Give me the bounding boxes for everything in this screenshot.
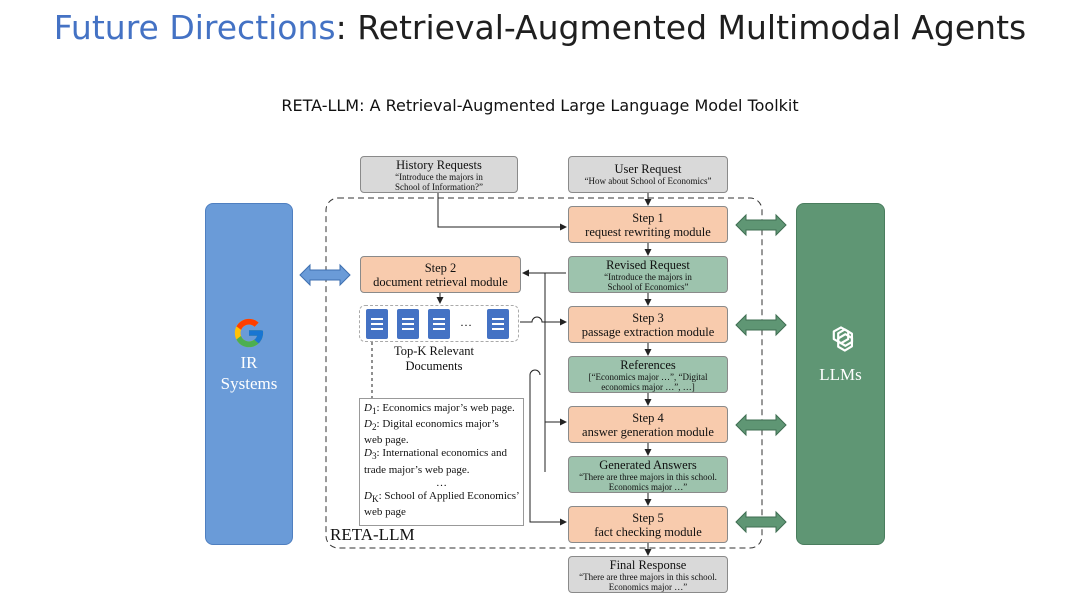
llms-panel: LLMs: [796, 203, 885, 545]
double-arrow-step3-llm: [735, 313, 787, 337]
generated-answers-text: “There are three majors in this school. …: [579, 472, 717, 492]
doc-entry-1: D1: Economics major’s web page.: [364, 402, 515, 417]
google-icon: [234, 318, 264, 348]
step4-subtitle: answer generation module: [582, 425, 714, 439]
slide-title: Future Directions: Retrieval-Augmented M…: [0, 8, 1080, 47]
double-arrow-step1-llm: [735, 213, 787, 237]
slide-title-accent: Future Directions: [53, 8, 336, 47]
topk-label: Top-K Relevant Documents: [393, 344, 474, 373]
references-text: [“Economics major …”, “Digital economics…: [588, 372, 708, 392]
ir-label-line1: IR: [240, 353, 258, 372]
references-box: References [“Economics major …”, “Digita…: [568, 356, 728, 393]
doc-entry-ellipsis: …: [436, 476, 447, 489]
final-response-text: “There are three majors in this school. …: [579, 572, 717, 592]
step5-box: Step 5 fact checking module: [568, 506, 728, 543]
ir-label-line2: Systems: [220, 374, 278, 393]
generated-answers-title: Generated Answers: [599, 458, 697, 472]
document-icon: [428, 309, 450, 339]
step2-box: Step 2 document retrieval module: [360, 256, 521, 293]
final-response-title: Final Response: [609, 558, 687, 572]
doc-entry-2: D2: Digital economics major’s web page.: [364, 418, 499, 447]
step4-box: Step 4 answer generation module: [568, 406, 728, 443]
reta-llm-frame: [325, 197, 763, 549]
user-request-title: User Request: [614, 162, 682, 176]
ir-systems-panel: IR Systems: [205, 203, 293, 545]
llms-label: LLMs: [819, 365, 862, 384]
doc-entry-k: DK: School of Applied Economics’ web pag…: [364, 489, 519, 518]
step3-box: Step 3 passage extraction module: [568, 306, 728, 343]
user-request-box: User Request “How about School of Econom…: [568, 156, 728, 193]
step1-title: Step 1: [632, 211, 664, 225]
revised-request-box: Revised Request “Introduce the majors in…: [568, 256, 728, 293]
step1-box: Step 1 request rewriting module: [568, 206, 728, 243]
generated-answers-box: Generated Answers “There are three major…: [568, 456, 728, 493]
revised-request-text: “Introduce the majors in School of Econo…: [604, 272, 692, 292]
documents-group: …: [359, 305, 519, 342]
document-icon: [397, 309, 419, 339]
final-response-box: Final Response “There are three majors i…: [568, 556, 728, 593]
step4-title: Step 4: [632, 411, 664, 425]
step5-subtitle: fact checking module: [594, 525, 702, 539]
openai-icon: [832, 326, 853, 352]
reta-llm-frame-label: RETA-LLM: [330, 525, 415, 544]
document-icon: [366, 309, 388, 339]
arrow-history-to-step1: [437, 193, 567, 231]
arrow-docs-to-step3: [520, 316, 548, 323]
double-arrow-step4-llm: [735, 413, 787, 437]
step2-title: Step 2: [424, 261, 457, 275]
history-requests-title: History Requests: [396, 158, 482, 172]
document-list: D1: Economics major’s web page. D2: Digi…: [359, 398, 524, 526]
step5-title: Step 5: [632, 511, 664, 525]
step3-subtitle: passage extraction module: [581, 325, 715, 339]
references-title: References: [620, 358, 676, 372]
arrow-refs-to-step5: [529, 398, 567, 526]
double-arrow-step5-llm: [735, 510, 787, 534]
step2-subtitle: document retrieval module: [373, 275, 508, 289]
step1-subtitle: request rewriting module: [585, 225, 711, 239]
documents-ellipsis: …: [460, 315, 472, 329]
step3-title: Step 3: [632, 311, 664, 325]
arrow-doclist-to-step5: [529, 369, 541, 398]
revised-request-title: Revised Request: [606, 258, 690, 272]
user-request-text: “How about School of Economics”: [584, 176, 712, 186]
document-icon: [487, 309, 509, 339]
arrow-revised-to-step4: [544, 322, 567, 426]
double-arrow-ir-step2: [299, 263, 351, 287]
doc-entry-3: D3: International economics and trade ma…: [364, 447, 507, 476]
slide-title-rest: : Retrieval-Augmented Multimodal Agents: [335, 8, 1027, 47]
diagram-subtitle: RETA-LLM: A Retrieval-Augmented Large La…: [281, 96, 799, 115]
arrow-revised-to-step3-branch: [544, 273, 567, 326]
history-requests-box: History Requests “Introduce the majors i…: [360, 156, 518, 193]
history-requests-text: “Introduce the majors in School of Infor…: [395, 172, 483, 192]
